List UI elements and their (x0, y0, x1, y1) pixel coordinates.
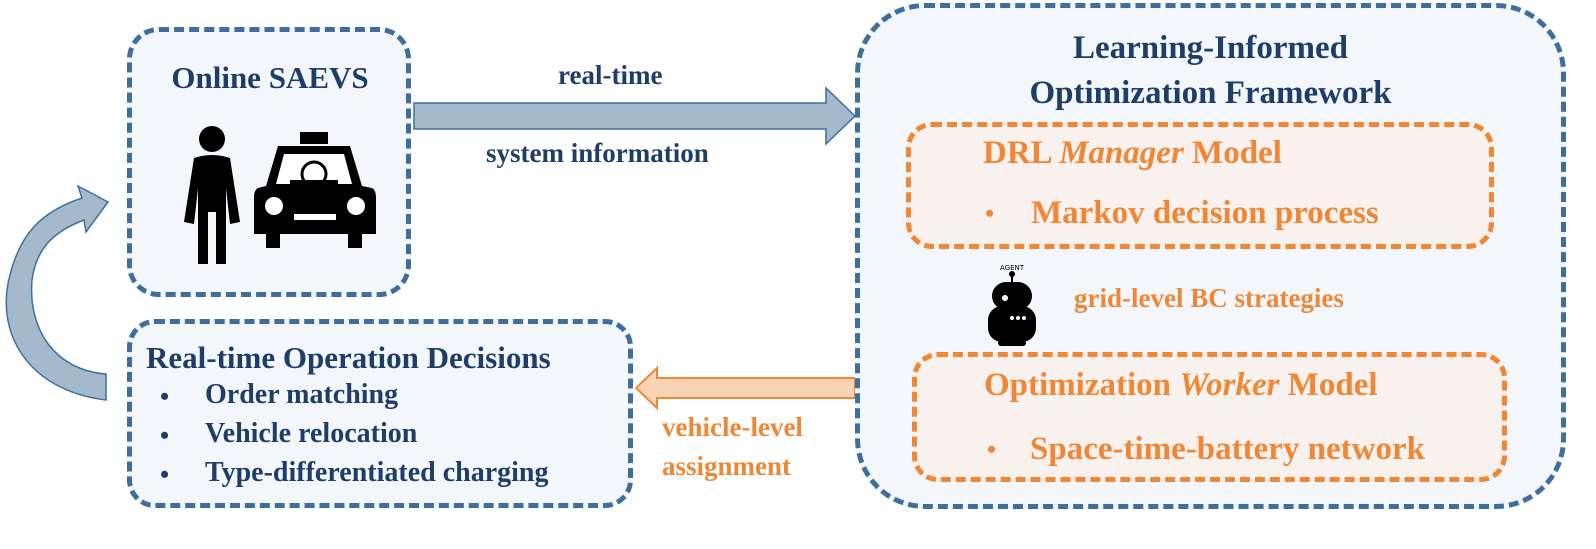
manager-item: Markov decision process (1031, 195, 1379, 231)
online-saevs-box: Online SAEVS (127, 27, 411, 297)
realtime-arrow (413, 86, 857, 146)
decision-item-1: Order matching (205, 379, 399, 410)
vehicle-level-label: vehicle-level (662, 412, 803, 442)
strategy-label: grid-level BC strategies (1074, 283, 1344, 313)
realtime-label: real-time (558, 60, 663, 90)
decision-bullet-2: • (160, 421, 170, 450)
decision-item-2: Vehicle relocation (205, 418, 418, 449)
system-information-label: system information (486, 138, 709, 168)
decision-bullet-1: • (160, 382, 170, 411)
decision-item-3: Type-differentiated charging (205, 457, 549, 488)
feedback-curved-arrow (5, 184, 110, 401)
agent-caption: AGENT (1000, 264, 1025, 272)
worker-item: Space-time-battery network (1030, 431, 1425, 467)
taxi-car-icon (254, 132, 376, 248)
operation-decisions-box: Real-time Operation Decisions • Order ma… (127, 319, 633, 508)
decisions-title: Real-time Operation Decisions (146, 340, 551, 375)
manager-model-box: DRL Manager Model • Markov decision proc… (906, 122, 1494, 249)
framework-title-line1: Learning-Informed (1073, 30, 1348, 66)
manager-title-prefix: DRL (983, 135, 1060, 171)
worker-title: Optimization Worker Model (984, 367, 1378, 404)
assignment-arrow (634, 365, 856, 411)
person-icon (184, 126, 240, 264)
worker-title-suffix: Model (1279, 367, 1378, 403)
worker-bullet: • (987, 435, 997, 464)
manager-title: DRL Manager Model (983, 135, 1282, 172)
framework-title-line2: Optimization Framework (1029, 75, 1392, 111)
decision-bullet-3: • (160, 460, 170, 489)
worker-title-prefix: Optimization (984, 367, 1180, 403)
manager-bullet: • (985, 199, 995, 228)
manager-title-italic: Manager (1059, 135, 1184, 171)
assignment-label: assignment (662, 451, 792, 481)
robot-agent-icon: AGENT (988, 264, 1036, 346)
worker-title-italic: Worker (1179, 367, 1280, 403)
manager-title-suffix: Model (1183, 135, 1282, 171)
worker-model-box: Optimization Worker Model • Space-time-b… (912, 352, 1507, 482)
online-saevs-title: Online SAEVS (171, 60, 369, 95)
